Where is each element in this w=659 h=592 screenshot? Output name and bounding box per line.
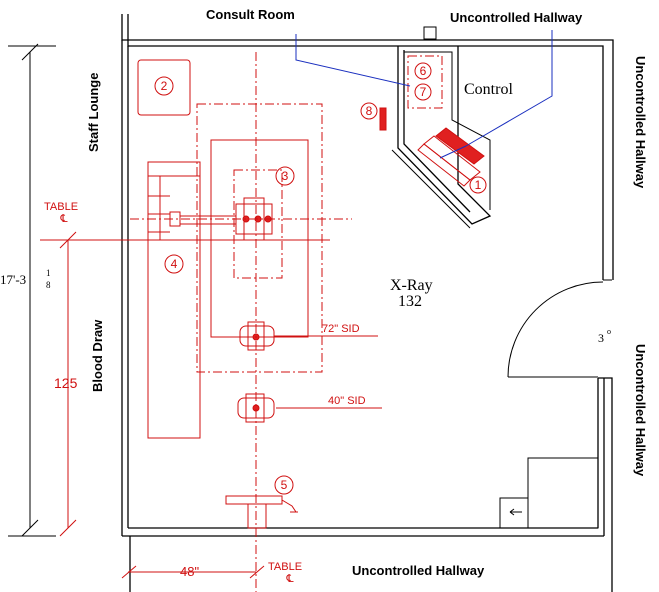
leader-lines xyxy=(295,30,553,159)
marker-7: 7 xyxy=(420,85,427,99)
sid-72-label: 72" SID xyxy=(322,323,360,335)
staff-lounge-label: Staff Lounge xyxy=(86,73,101,152)
sid-40-label: 40" SID xyxy=(328,395,366,407)
blood-draw-label: Blood Draw xyxy=(90,319,105,392)
cabinet-6-7 xyxy=(407,55,443,109)
marker-1: 1 xyxy=(475,178,482,192)
equipment-markers: 1 2 3 4 5 6 7 8 xyxy=(154,62,487,495)
door-number-label: 3 xyxy=(598,331,604,345)
counter-4 xyxy=(147,161,201,439)
marker-2: 2 xyxy=(161,79,168,93)
marker-6: 6 xyxy=(420,64,427,78)
room-height-dimension: 17'-3 xyxy=(0,272,26,287)
centerline-symbol-bottom: ℄ xyxy=(285,573,293,585)
marker-4: 4 xyxy=(171,257,178,271)
vent-icon xyxy=(423,26,437,40)
table-label-bottom: TABLE xyxy=(268,561,302,573)
hallway-right-lower-label: Uncontrolled Hallway xyxy=(633,344,648,477)
table-label-top: TABLE xyxy=(44,201,78,213)
tube-travel-area xyxy=(196,103,323,373)
tube-72-sid xyxy=(239,321,275,351)
centerline-symbol-top: ℄ xyxy=(59,213,67,225)
control-console-1 xyxy=(417,127,485,187)
room-name-label: X-Ray xyxy=(390,277,433,294)
width-48-dimension: 48" xyxy=(180,564,199,579)
table-offset-dimension: 125 xyxy=(54,375,78,391)
equipment xyxy=(40,52,485,592)
hallway-top-label: Uncontrolled Hallway xyxy=(450,10,583,25)
cabinet-2 xyxy=(137,59,191,116)
door-swing-symbol: o xyxy=(607,327,611,336)
fraction-denominator: 8 xyxy=(46,280,51,290)
control-room-label: Control xyxy=(464,81,513,98)
marker-5: 5 xyxy=(281,478,288,492)
marker-8: 8 xyxy=(366,104,373,118)
casework xyxy=(527,457,599,529)
hallway-bottom-label: Uncontrolled Hallway xyxy=(352,563,485,578)
fraction-numerator: 1 xyxy=(46,268,51,278)
dimensions xyxy=(8,43,265,579)
hallway-right-upper-label: Uncontrolled Hallway xyxy=(633,56,648,189)
consult-room-label: Consult Room xyxy=(206,7,295,22)
walls xyxy=(121,14,614,592)
room-number-label: 132 xyxy=(398,293,422,310)
marker-3: 3 xyxy=(282,169,289,183)
wall-bucky-8 xyxy=(379,107,387,131)
generator-5 xyxy=(225,495,298,529)
